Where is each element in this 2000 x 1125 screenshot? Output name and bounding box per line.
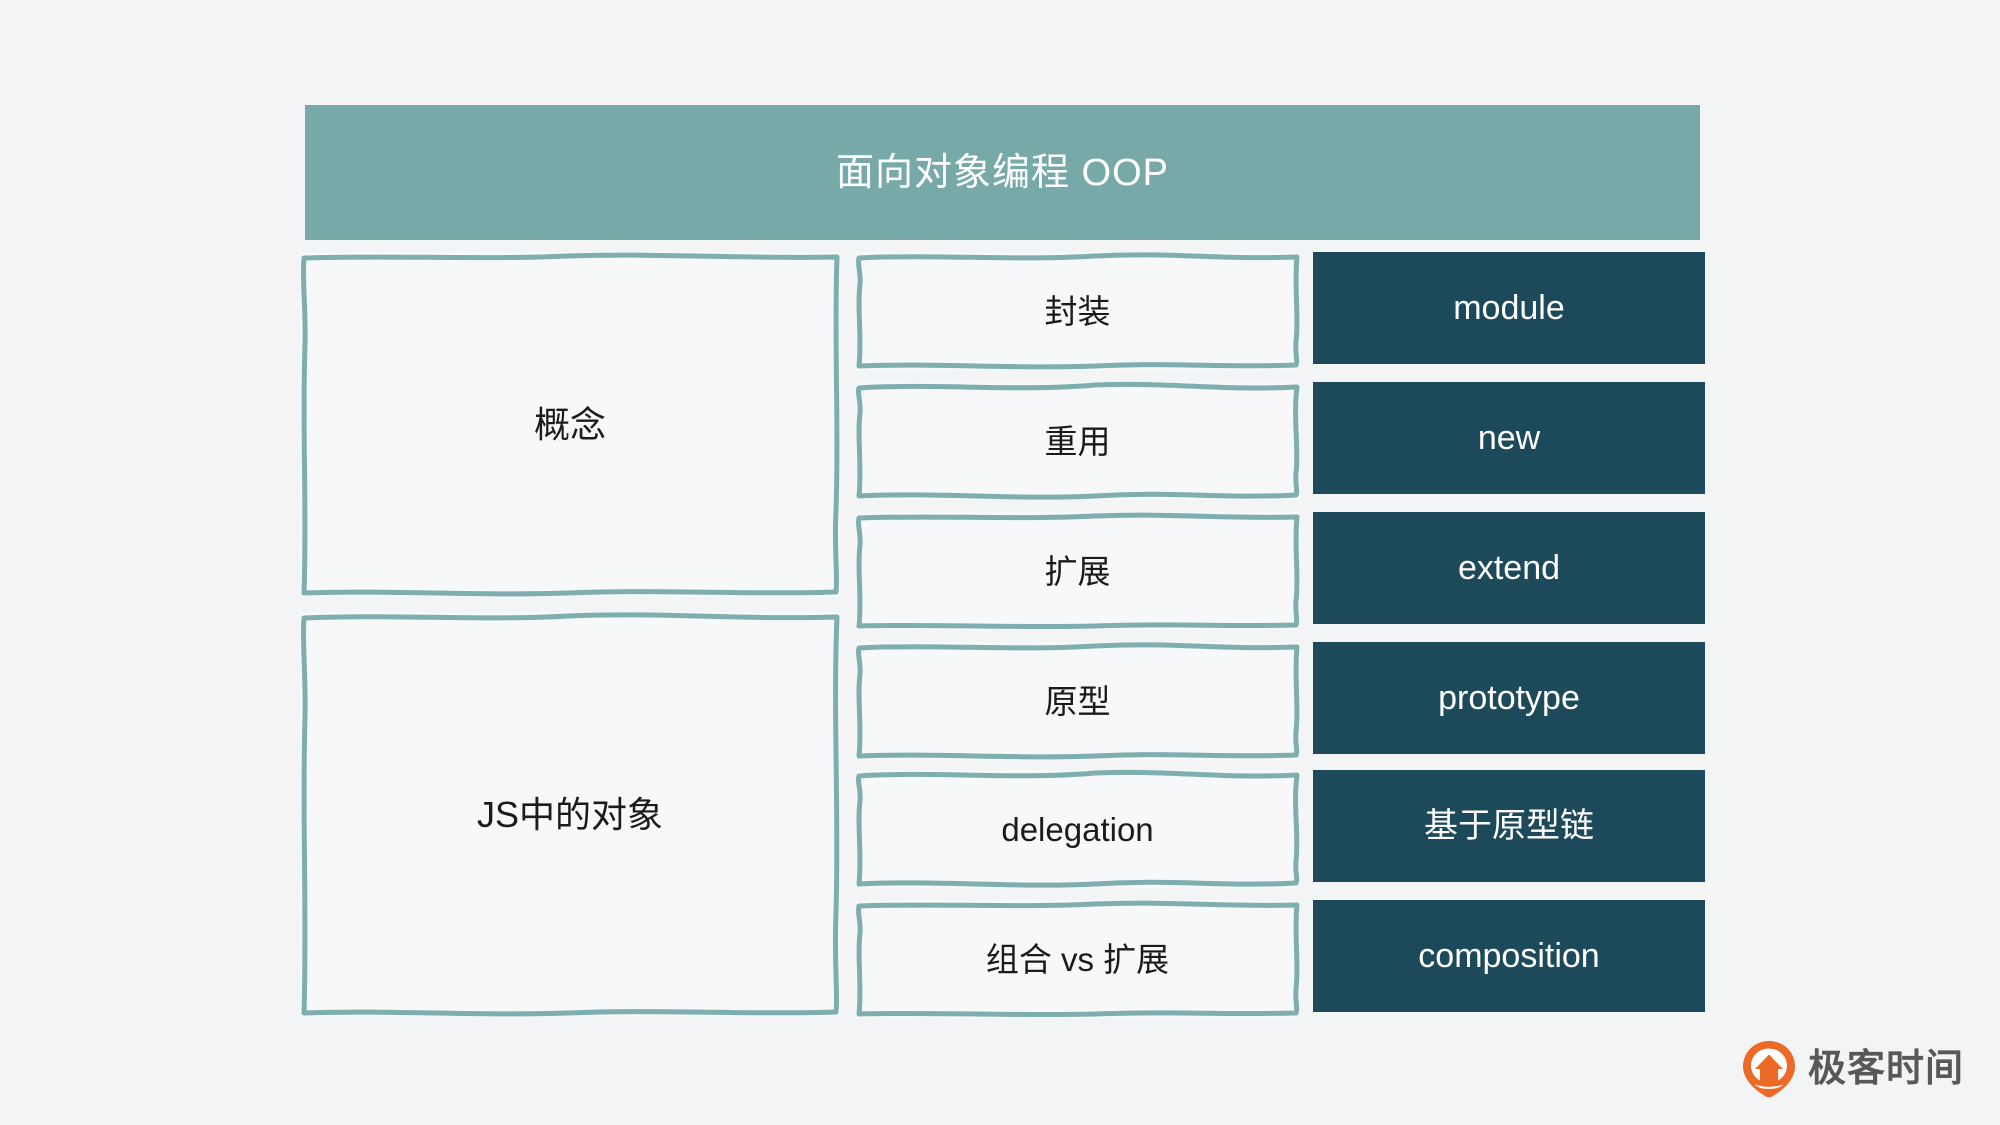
brand-logo: 极客时间 bbox=[1742, 1040, 1964, 1098]
topic-label: 重用 bbox=[1044, 422, 1111, 460]
geektime-pin-icon bbox=[1743, 1041, 1795, 1098]
keyword-box-2[interactable]: new bbox=[1313, 382, 1705, 494]
topic-box-5[interactable]: delegation bbox=[855, 769, 1300, 888]
column-topics: 封装 重用 扩展 原型 bbox=[855, 252, 1300, 1018]
keyword-label: 基于原型链 bbox=[1424, 807, 1594, 845]
logo-text: 极客时间 bbox=[1808, 1048, 1965, 1090]
topic-box-4[interactable]: 原型 bbox=[855, 642, 1300, 760]
topic-box-1[interactable]: 封装 bbox=[855, 252, 1300, 370]
topic-label: delegation bbox=[1001, 810, 1154, 848]
topic-label: 组合 vs 扩展 bbox=[985, 940, 1170, 978]
page-title: 面向对象编程 OOP bbox=[835, 151, 1170, 194]
slide-header-banner: 面向对象编程 OOP bbox=[305, 105, 1700, 240]
column-keywords: module new extend prototype 基于原型链 compos… bbox=[1313, 252, 1705, 1017]
keyword-box-4[interactable]: prototype bbox=[1313, 642, 1705, 754]
topic-label: 原型 bbox=[1044, 682, 1111, 720]
keyword-label: module bbox=[1453, 289, 1565, 327]
topic-box-3[interactable]: 扩展 bbox=[855, 512, 1300, 630]
topic-label: 扩展 bbox=[1044, 552, 1111, 590]
keyword-label: extend bbox=[1457, 549, 1561, 587]
topic-box-2[interactable]: 重用 bbox=[855, 381, 1300, 500]
section-box-concepts[interactable]: 概念 bbox=[300, 252, 840, 597]
content-grid: 概念 JS中的对象 封装 重用 bbox=[300, 252, 1705, 1018]
section-label: JS中的对象 bbox=[476, 793, 663, 835]
keyword-label: new bbox=[1477, 419, 1541, 457]
topic-label: 封装 bbox=[1044, 292, 1111, 330]
keyword-box-1[interactable]: module bbox=[1313, 252, 1705, 364]
keyword-box-5[interactable]: 基于原型链 bbox=[1313, 770, 1705, 882]
keyword-box-3[interactable]: extend bbox=[1313, 512, 1705, 624]
section-box-js-objects[interactable]: JS中的对象 bbox=[300, 612, 840, 1017]
keyword-label: prototype bbox=[1438, 679, 1580, 717]
keyword-box-6[interactable]: composition bbox=[1313, 900, 1705, 1012]
section-label: 概念 bbox=[533, 403, 606, 445]
topic-box-6[interactable]: 组合 vs 扩展 bbox=[855, 900, 1300, 1018]
column-sections: 概念 JS中的对象 bbox=[300, 252, 840, 1017]
keyword-label: composition bbox=[1418, 937, 1600, 975]
